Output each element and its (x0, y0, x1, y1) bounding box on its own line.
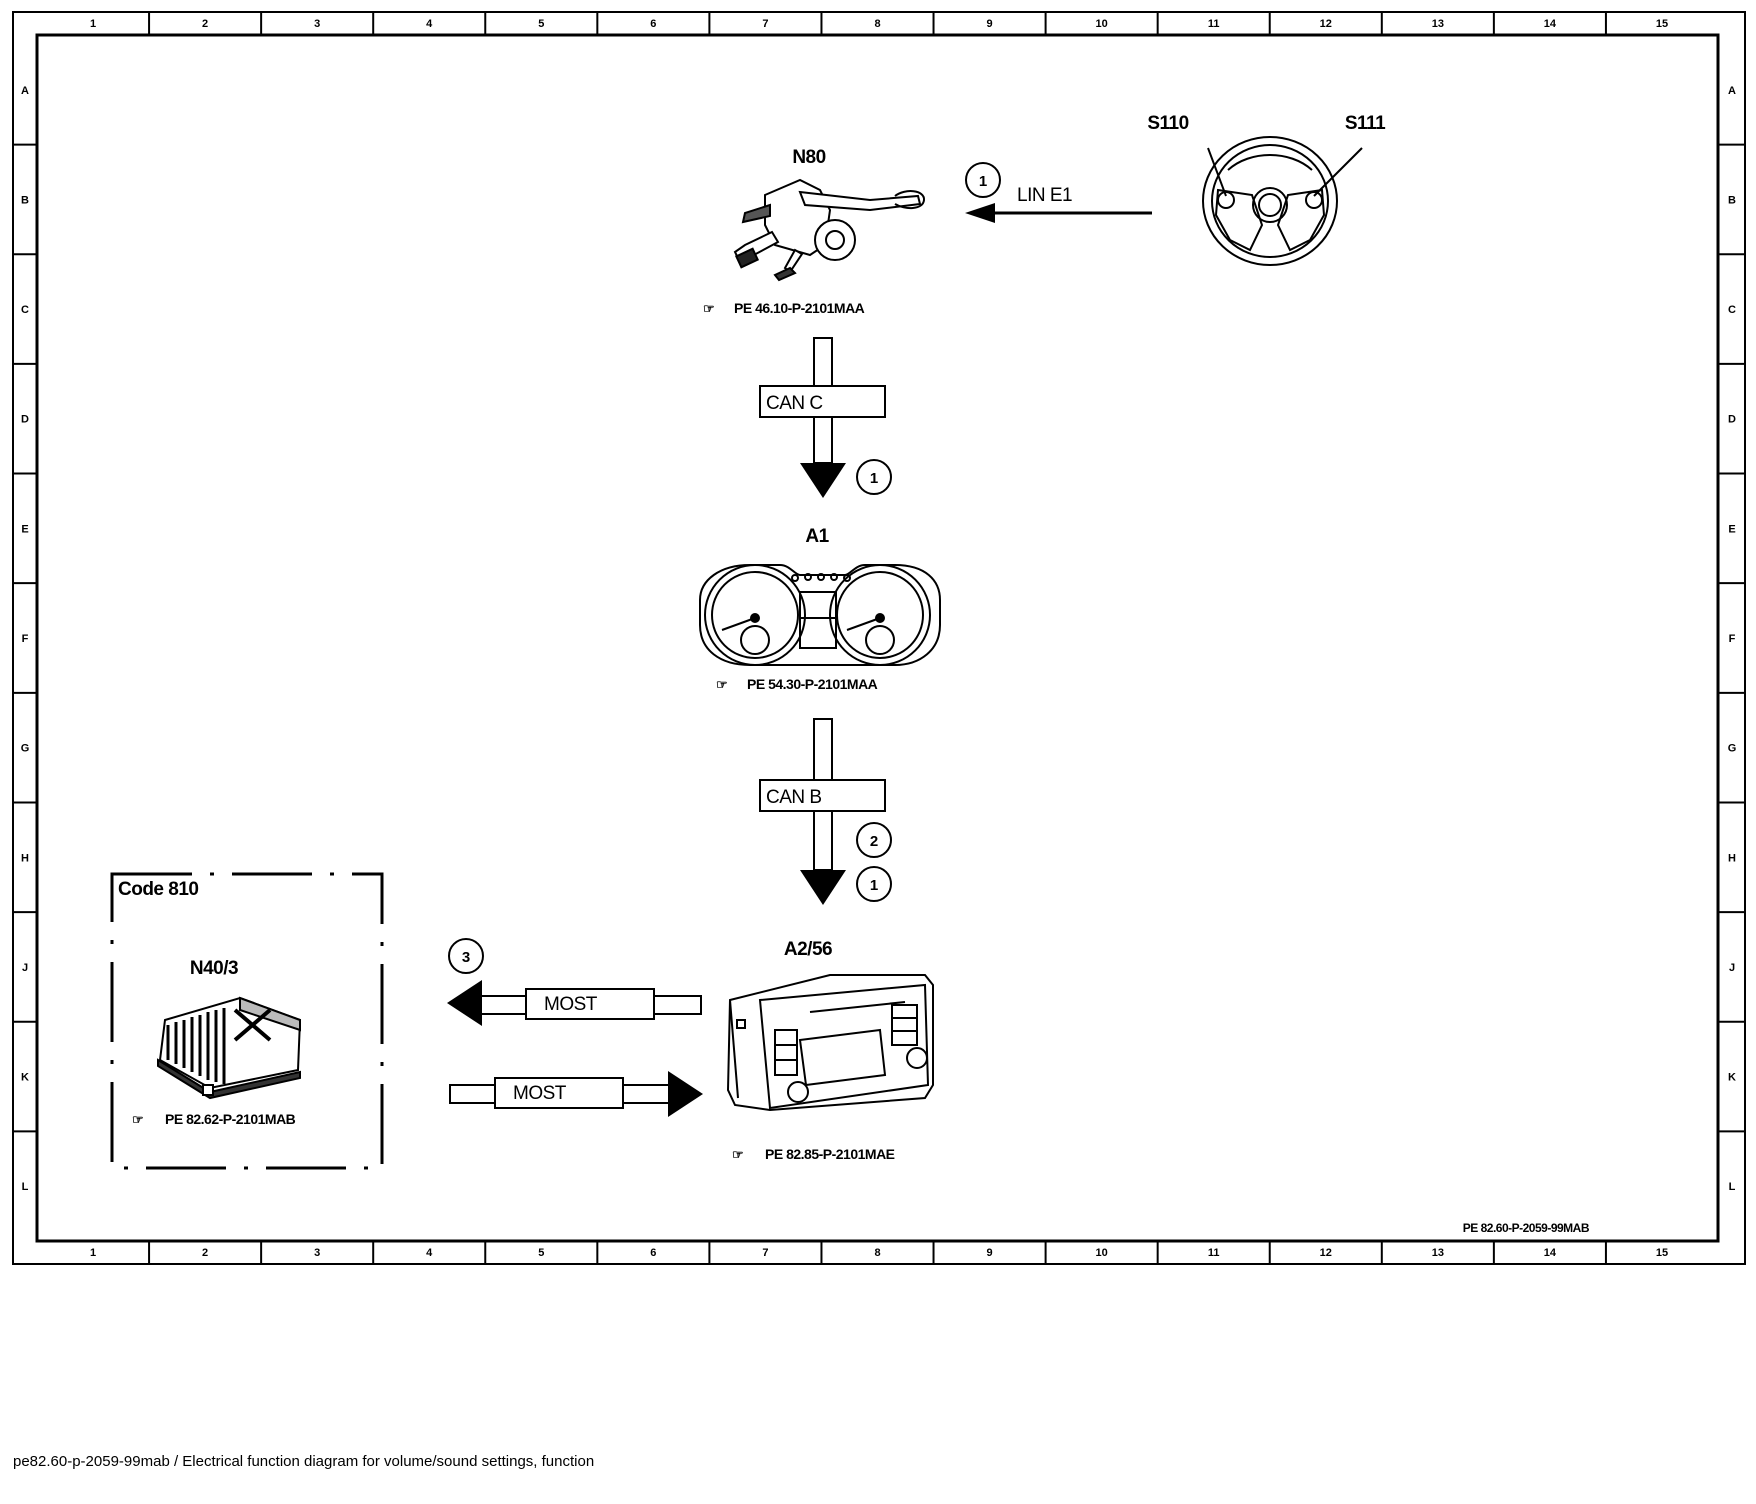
s110-label: S110 (1147, 113, 1188, 134)
grid-column-label: 3 (314, 1247, 320, 1259)
grid-row-label: C (21, 304, 29, 316)
grid-column-label: 6 (650, 1247, 656, 1259)
svg-text:☞: ☞ (132, 1112, 143, 1127)
grid-column-label: 7 (762, 18, 768, 30)
amplifier-icon (157, 996, 302, 1100)
a2-56-label: A2/56 (784, 939, 832, 960)
svg-text:☞: ☞ (716, 677, 727, 692)
most-in-connection: MOST (449, 1071, 703, 1117)
grid-row-label: G (1728, 743, 1737, 755)
grid-row-label: K (21, 1072, 29, 1084)
grid-column-label: 10 (1096, 18, 1108, 30)
most-out-connection: MOST 3 (447, 938, 702, 1026)
n40-3-label: N40/3 (190, 958, 238, 979)
grid-row-label: J (1729, 962, 1735, 974)
grid-row-label: A (21, 85, 29, 97)
grid-column-label: 5 (538, 1247, 544, 1259)
grid-row-label: B (21, 194, 29, 206)
can-b-connection: CAN B 2 1 (759, 718, 892, 905)
grid-row-label: H (21, 852, 29, 864)
grid-column-label: 11 (1208, 18, 1220, 30)
grid-column-label: 4 (426, 1247, 433, 1259)
grid-column-label: 10 (1096, 1247, 1108, 1259)
grid-row-label: D (1728, 414, 1736, 426)
grid-row-label: A (1728, 85, 1736, 97)
grid-row-label: G (21, 743, 30, 755)
most-out-label: MOST (544, 994, 598, 1015)
lin-e1-connection: LIN E1 1 (965, 162, 1152, 223)
grid-reference-marks: 1122334455667788991010111112121313141415… (13, 12, 1745, 1264)
a1-ref: ☞ PE 54.30-P-2101MAA (716, 676, 878, 692)
grid-row-label: C (1728, 304, 1736, 316)
grid-column-label: 12 (1320, 18, 1332, 30)
svg-text:PE 54.30-P-2101MAA: PE 54.30-P-2101MAA (747, 676, 878, 692)
grid-row-label: J (22, 962, 28, 974)
most-in-label: MOST (513, 1083, 567, 1104)
drawing-id: PE 82.60-P-2059-99MAB (1463, 1221, 1590, 1235)
can-b-marker-upper: 2 (870, 833, 878, 850)
n80-ref: ☞ PE 46.10-P-2101MAA (703, 300, 865, 316)
grid-column-label: 15 (1656, 18, 1668, 30)
grid-row-label: B (1728, 194, 1736, 206)
lin-e1-label: LIN E1 (1017, 185, 1072, 206)
outer-frame (12, 11, 1746, 1265)
grid-row-label: E (1728, 523, 1735, 535)
instrument-cluster-icon (699, 564, 941, 666)
grid-column-label: 3 (314, 18, 320, 30)
a1-label: A1 (805, 526, 829, 547)
can-c-connection: CAN C 1 (759, 337, 892, 498)
grid-column-label: 14 (1544, 18, 1557, 30)
grid-column-label: 13 (1432, 18, 1444, 30)
s111-label: S111 (1345, 113, 1386, 134)
grid-column-label: 8 (874, 1247, 880, 1259)
steering-wheel-icon (1202, 136, 1363, 266)
most-marker: 3 (462, 949, 470, 966)
grid-row-label: F (1729, 633, 1736, 645)
can-b-label: CAN B (766, 787, 822, 808)
grid-column-label: 6 (650, 18, 656, 30)
grid-column-label: 5 (538, 18, 544, 30)
grid-row-label: F (22, 633, 29, 645)
grid-column-label: 4 (426, 18, 433, 30)
code-810-label: Code 810 (118, 879, 198, 900)
grid-column-label: 1 (90, 18, 96, 30)
svg-text:PE 82.62-P-2101MAB: PE 82.62-P-2101MAB (165, 1111, 296, 1127)
n80-label: N80 (792, 147, 825, 168)
grid-row-label: L (1729, 1181, 1736, 1193)
steering-column-switch-icon (733, 178, 925, 282)
grid-column-label: 9 (987, 1247, 993, 1259)
svg-text:☞: ☞ (732, 1147, 743, 1162)
code-810-boundary (110, 872, 384, 1170)
grid-column-label: 2 (202, 18, 208, 30)
grid-column-label: 15 (1656, 1247, 1668, 1259)
lin-marker: 1 (979, 173, 987, 190)
grid-row-label: D (21, 414, 29, 426)
grid-column-label: 9 (987, 18, 993, 30)
can-b-marker-lower: 1 (870, 877, 878, 894)
grid-column-label: 1 (90, 1247, 96, 1259)
can-c-label: CAN C (766, 393, 823, 414)
n40-3-ref: ☞ PE 82.62-P-2101MAB (132, 1111, 296, 1127)
grid-row-label: H (1728, 852, 1736, 864)
svg-text:PE 46.10-P-2101MAA: PE 46.10-P-2101MAA (734, 300, 865, 316)
grid-column-label: 8 (874, 18, 880, 30)
a2-56-ref: ☞ PE 82.85-P-2101MAE (732, 1146, 895, 1162)
grid-column-label: 11 (1208, 1247, 1220, 1259)
svg-text:☞: ☞ (703, 301, 714, 316)
can-c-marker: 1 (870, 470, 878, 487)
head-unit-icon (726, 974, 934, 1112)
grid-column-label: 14 (1544, 1247, 1557, 1259)
grid-column-label: 2 (202, 1247, 208, 1259)
grid-column-label: 13 (1432, 1247, 1444, 1259)
grid-row-label: K (1728, 1072, 1736, 1084)
inner-frame (35, 33, 1720, 1243)
grid-column-label: 7 (762, 1247, 768, 1259)
grid-column-label: 12 (1320, 1247, 1332, 1259)
grid-row-label: L (22, 1181, 29, 1193)
diagram-caption: pe82.60-p-2059-99mab / Electrical functi… (13, 1453, 595, 1470)
svg-text:PE 82.85-P-2101MAE: PE 82.85-P-2101MAE (765, 1146, 895, 1162)
grid-row-label: E (21, 523, 28, 535)
